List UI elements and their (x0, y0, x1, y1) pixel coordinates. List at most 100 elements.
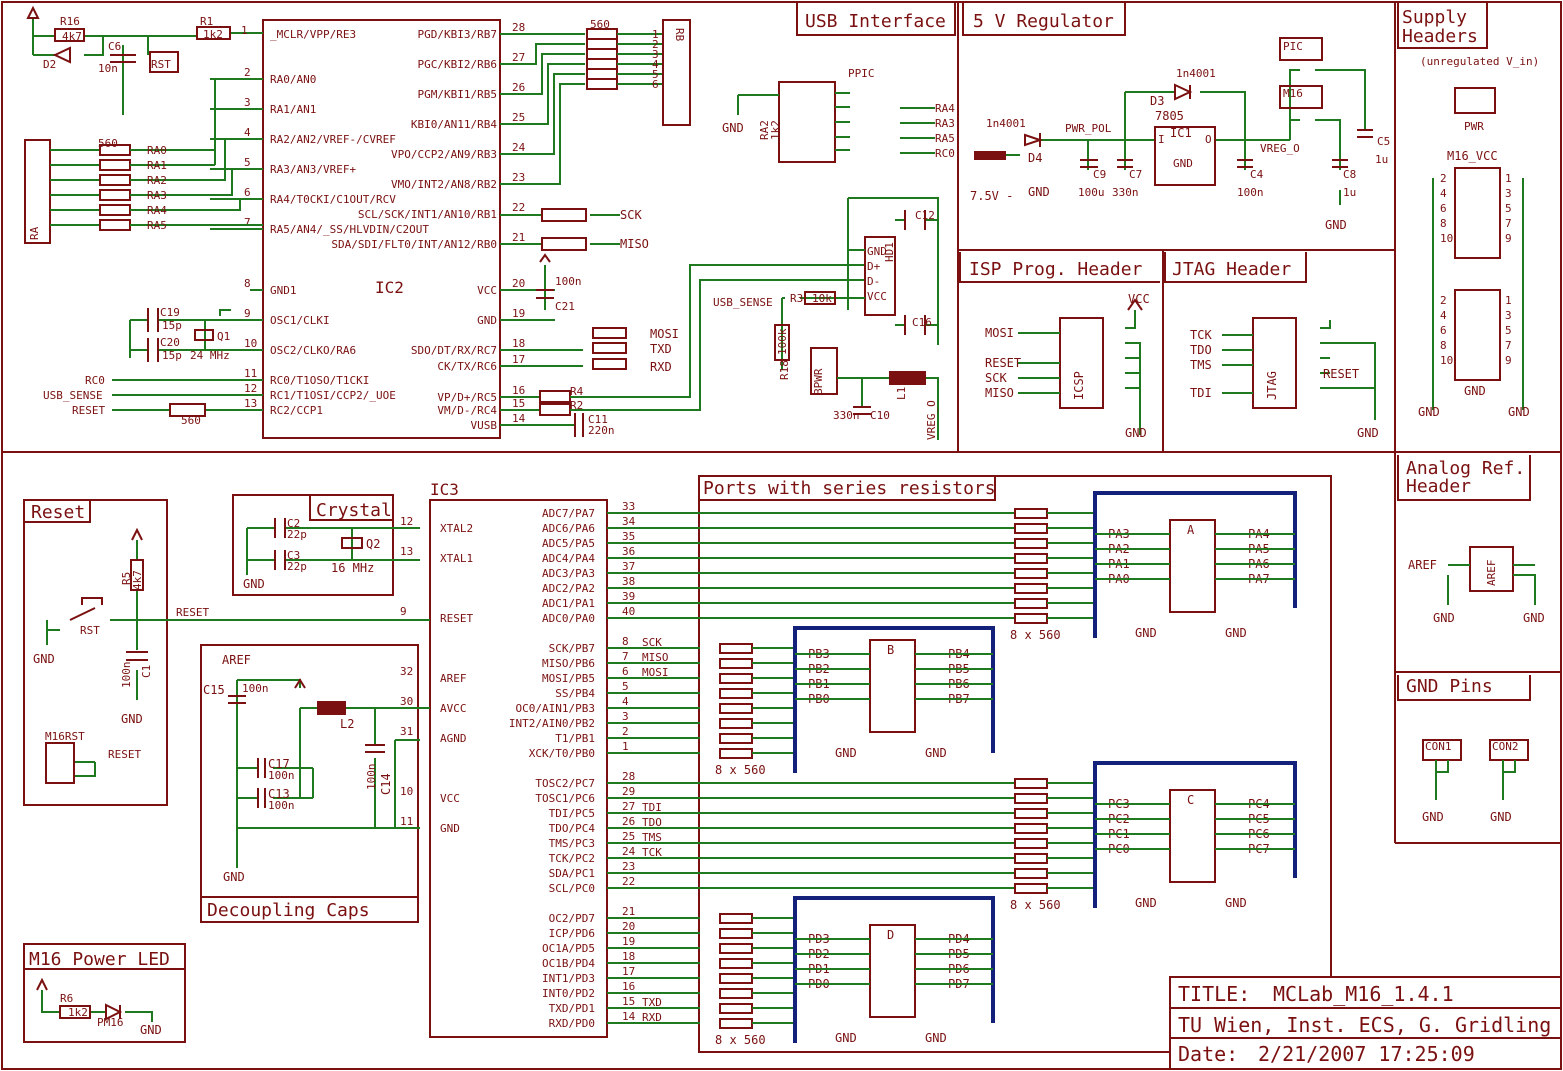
port-resistor (1014, 598, 1048, 609)
rst-switch-label: RST (80, 624, 100, 637)
ic3-label: IC3 (430, 480, 459, 499)
power-led-section: R6 1k2 PM16 GND (36, 977, 162, 1037)
ic3-right-pins: ADC7/PA733ADC6/PA634ADC5/PA535ADC4/PA436… (509, 500, 700, 1030)
isp-title: ISP Prog. Header (969, 259, 1143, 280)
usb-sense-net: USB_SENSE (43, 389, 103, 402)
rb-fan-wire (530, 73, 585, 155)
ic3-right-pin-name: TDI/PC5 (549, 807, 595, 820)
rb-pin-num: 4 (652, 58, 659, 71)
ra-fan-wires (214, 78, 263, 226)
crystal-section: C2 22p C3 22p Q2 16 MHz GND (243, 517, 420, 591)
port-resistor (1014, 793, 1048, 804)
ic3-left-pin-name: RESET (440, 612, 473, 625)
ic1-gnd: GND (1173, 157, 1193, 170)
supply-pin-left: 8 (1440, 217, 1447, 230)
c7-value: 330n (1112, 186, 1139, 199)
ic3-right-pin-num: 15 (622, 995, 635, 1008)
ic3-right-pin-name: TMS/PC3 (549, 837, 595, 850)
signal-tag: MOSI (642, 666, 669, 679)
ic3-left-pin-num: 31 (400, 725, 413, 738)
ic2-left-pin-name: RC0/T1OSO/T1CKI (270, 374, 369, 387)
supply-pin-right: 3 (1505, 309, 1512, 322)
port-resistor (719, 913, 753, 924)
ic2-right-nets: 100n C21 SCK MISO MOSI TXD RXD R4 R2 C11… (500, 208, 865, 437)
ic3-right-pin-name: INT1/PD3 (542, 972, 595, 985)
rb-pin-num: 6 (652, 78, 659, 91)
signal-tag: RXD (642, 1011, 662, 1024)
ic3-right-pin-name: TOSC1/PC6 (535, 792, 595, 805)
ic2-right-pin-name: VM/D-/RC4 (437, 404, 497, 417)
rc0-net-usb: RC0 (935, 147, 955, 160)
supply-pin-left: 8 (1440, 339, 1447, 352)
supply-pin-right: 9 (1505, 354, 1512, 367)
port-bus (1093, 491, 1297, 638)
c2-value: 22p (287, 528, 307, 541)
title-block: TITLE: MCLab_M16_1.4.1 TU Wien, Inst. EC… (1178, 982, 1551, 1066)
port-resistor (719, 973, 753, 984)
jtag-net-label: TCK (1190, 328, 1212, 342)
ic2-left-pin-num: 4 (244, 126, 251, 139)
port-resistor (1014, 508, 1048, 519)
rb-rn-value: 560 (590, 18, 610, 31)
c15-value: 100n (242, 682, 269, 695)
usb-gnd: GND (722, 121, 744, 135)
ic3-left-pin-name: AVCC (440, 702, 467, 715)
ic2-right-pin-name: PGC/KBI2/RB6 (418, 58, 497, 71)
ic2-right-pin-num: 19 (512, 307, 525, 320)
reset-title: Reset (31, 502, 85, 523)
usb-sense-net-2: USB_SENSE (713, 296, 773, 309)
supply-pin-left: 2 (1440, 294, 1447, 307)
c16-label: C16 (912, 316, 932, 329)
ic3-right-pin-name: SCK/PB7 (549, 642, 595, 655)
signal-tag: TXD (642, 996, 662, 1009)
c14-value: 100n (365, 764, 378, 791)
c2-label: C2 (287, 517, 300, 530)
ic2-left-pin-name: OSC2/CLKO/RA6 (270, 344, 356, 357)
port-resistor (1014, 583, 1048, 594)
crystal-gnd: GND (243, 577, 265, 591)
usb-section: RA2 1k2 GND PPIC RA4 RA3 RA5 RC0 GND D+ … (713, 67, 955, 440)
q2-value: 16 MHz (331, 561, 374, 575)
port-gnd-left: GND (1135, 626, 1157, 640)
ic2-left-pin-num: 5 (244, 156, 251, 169)
supply-pin-left: 10 (1440, 354, 1453, 367)
r1-value: 1k2 (203, 28, 223, 41)
regulator-title: 5 V Regulator (973, 11, 1114, 32)
ra-net-label: RA1 (147, 159, 167, 172)
ra-resistor (99, 219, 131, 231)
ic3-right-pin-name: T1/PB1 (555, 732, 595, 745)
bpwr-label: BPWR (812, 368, 825, 395)
pic-label: PIC (1283, 40, 1303, 53)
regulator-section: 1n4001 D4 PWR_POL 1n4001 D3 7805 IC1 I O… (970, 37, 1390, 232)
ic3-right-pin-num: 25 (622, 830, 635, 843)
isp-net-label: RESET (985, 356, 1021, 370)
ra-resistor (99, 174, 131, 186)
ic3-left-pin-name: AREF (440, 672, 467, 685)
ic3-right-pin-name: ADC1/PA1 (542, 597, 595, 610)
port-resistor (1014, 613, 1048, 624)
c10-label: C10 (870, 409, 890, 422)
port-bus (793, 626, 995, 773)
ic2-right-pin-num: 22 (512, 201, 525, 214)
r18-label: R18 (778, 360, 791, 380)
c8-label: C8 (1343, 168, 1356, 181)
c19-value: 15p (162, 319, 182, 332)
c6-value: 10n (98, 62, 118, 75)
ic2-left-pin-num: 3 (244, 96, 251, 109)
supply-pin-left: 4 (1440, 187, 1447, 200)
ic2-right-pin-name: VMO/INT2/AN8/RB2 (391, 178, 497, 191)
ic3-right-pin-name: OC1A/PD5 (542, 942, 595, 955)
supply-pin-left: 6 (1440, 324, 1447, 337)
ic3-right-pin-name: TXD/PD1 (549, 1002, 595, 1015)
c17-label: C17 (268, 757, 290, 771)
con1-gnd: GND (1422, 810, 1444, 824)
ic2: IC2 _MCLR/VPP/RE3RA0/AN02RA1/AN13RA2/AN2… (210, 18, 663, 439)
ic3-right-pin-num: 19 (622, 935, 635, 948)
ports-title: Ports with series resistors (703, 478, 996, 499)
rb-resistor (586, 58, 618, 70)
r2-label: R2 (570, 399, 583, 412)
q1-osc: C19 15p C20 15p Q1 24 MHz (129, 289, 263, 362)
port-resistor (719, 928, 753, 939)
org-value: TU Wien, Inst. ECS, G. Gridling (1178, 1013, 1551, 1037)
ic2-left-pin-name: RA3/AN3/VREF+ (270, 163, 356, 176)
